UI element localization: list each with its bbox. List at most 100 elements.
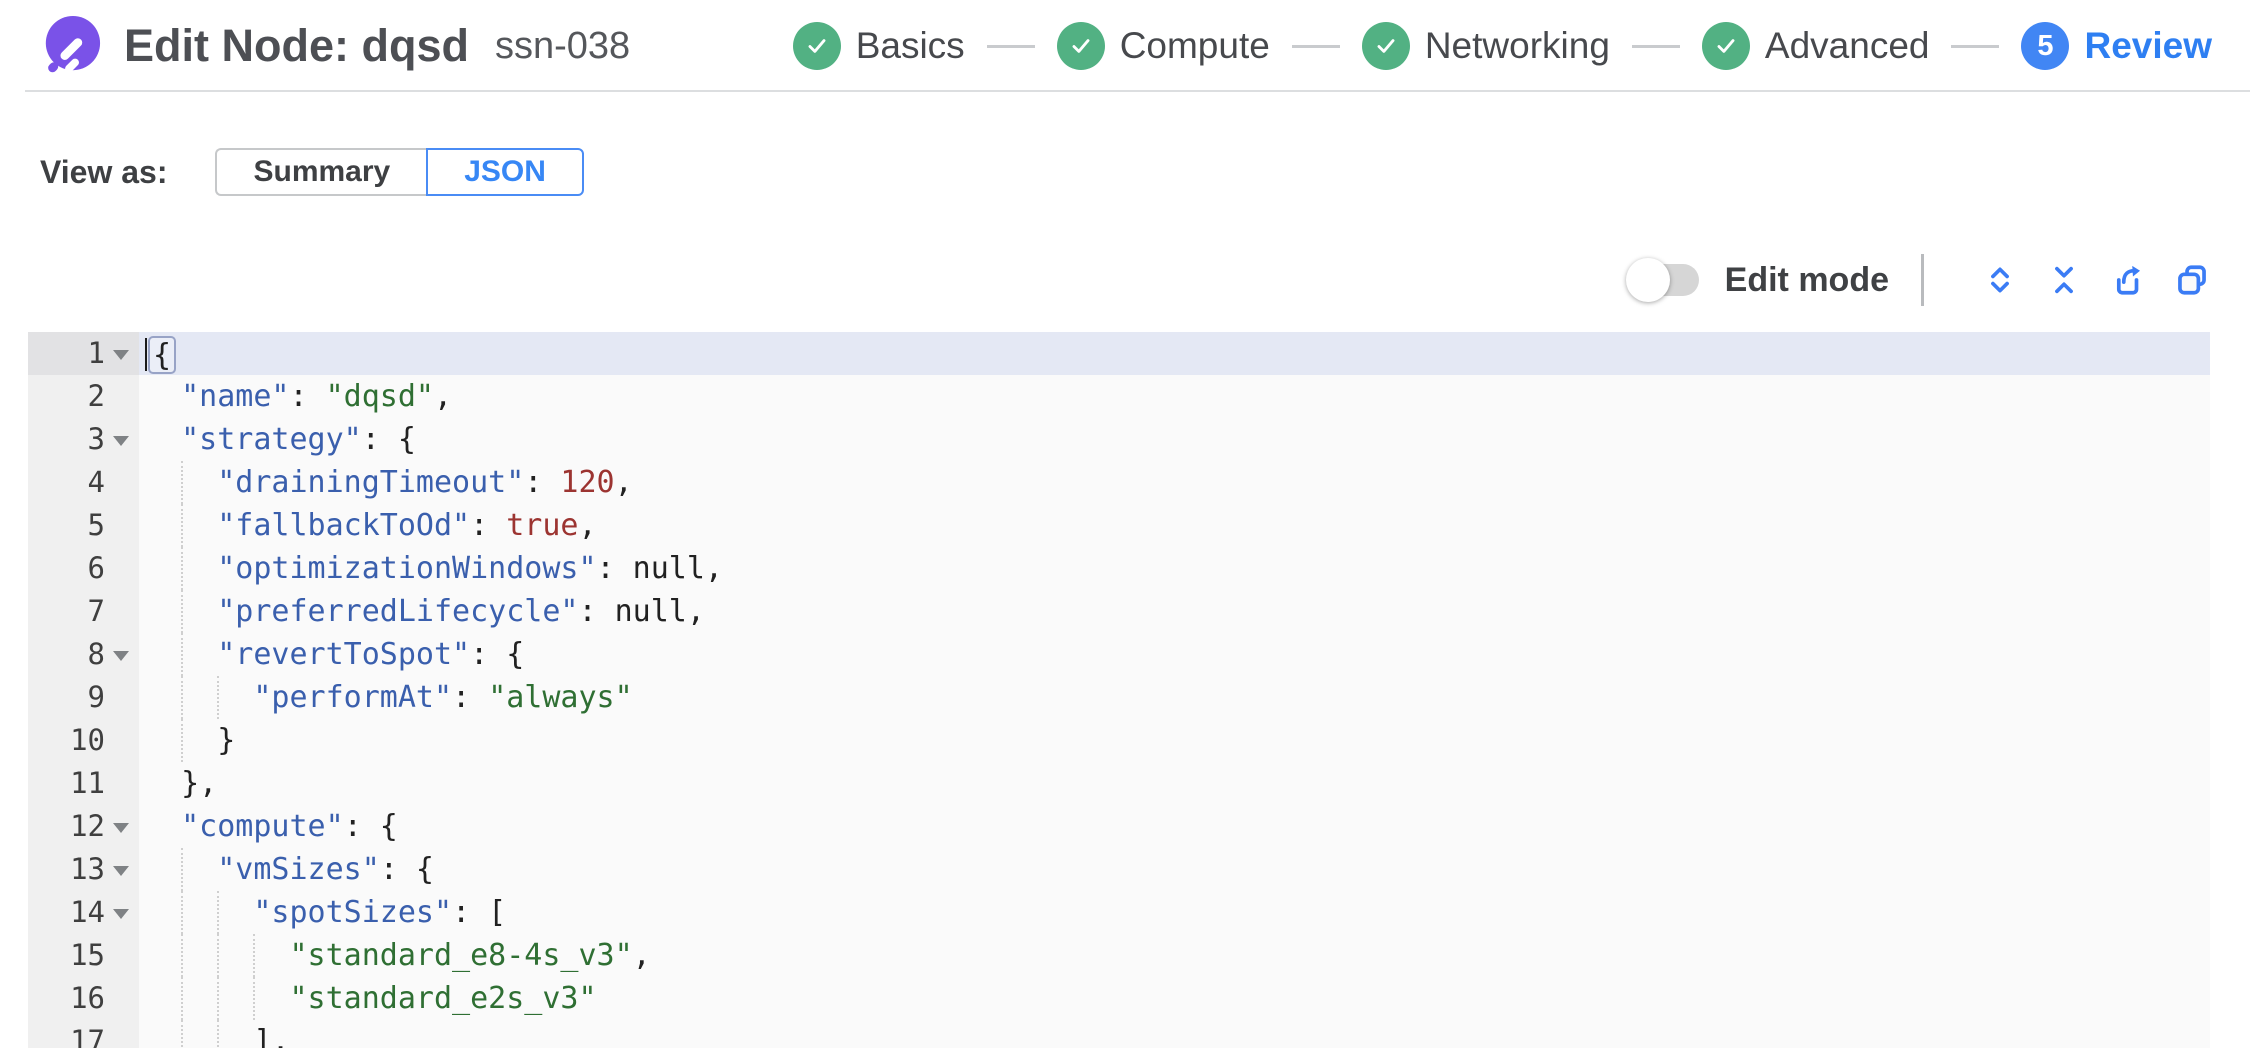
editor-gutter-cell: 8 <box>28 633 139 676</box>
fold-slot <box>105 590 139 633</box>
step-networking[interactable]: Networking <box>1361 22 1610 70</box>
header-divider <box>25 90 2250 92</box>
step-number-badge: 5 <box>2021 22 2070 70</box>
indent-guide <box>217 977 220 1020</box>
line-number: 1 <box>87 336 105 370</box>
line-number: 12 <box>70 809 105 843</box>
editor-line: 5 "fallbackToOd": true, <box>28 504 2210 547</box>
line-number: 2 <box>87 379 105 413</box>
token-key: "name" <box>181 379 290 414</box>
editor-gutter-cell: 14 <box>28 891 139 934</box>
editor-gutter-cell: 16 <box>28 977 139 1020</box>
editor-gutter-cell: 10 <box>28 719 139 762</box>
indent-guide <box>181 848 184 891</box>
step-connector <box>1291 44 1340 48</box>
step-label: Advanced <box>1764 25 1930 66</box>
indent-guide <box>217 891 220 934</box>
view-as-segmented-control: Summary JSON <box>215 148 584 196</box>
fold-arrow-icon[interactable] <box>105 418 139 461</box>
indent-guide <box>181 719 184 762</box>
token-plain: : <box>452 680 489 715</box>
indent-guide <box>181 934 184 977</box>
json-editor[interactable]: 1{2 "name": "dqsd",3 "strategy": {4 "dra… <box>28 332 2210 1048</box>
line-number: 17 <box>70 1024 105 1048</box>
text-cursor <box>145 338 147 371</box>
token-plain: }, <box>181 766 218 801</box>
token-plain: , <box>434 379 453 414</box>
indent-guide <box>217 676 220 719</box>
editor-gutter-cell: 5 <box>28 504 139 547</box>
fold-slot <box>105 719 139 762</box>
code-line-content: "spotSizes": [ <box>139 891 2210 934</box>
indent-guide <box>181 1020 184 1048</box>
view-as-summary-button[interactable]: Summary <box>215 148 427 196</box>
line-number: 14 <box>70 895 105 929</box>
expand-icon[interactable] <box>1982 262 2018 298</box>
editor-line: 2 "name": "dqsd", <box>28 375 2210 418</box>
token-key: "strategy" <box>181 422 362 457</box>
fold-slot <box>105 375 139 418</box>
indent-guide <box>181 590 184 633</box>
fold-arrow-icon[interactable] <box>105 891 139 934</box>
step-basics[interactable]: Basics <box>792 22 965 70</box>
editor-line: 17 ], <box>28 1020 2210 1048</box>
line-number: 9 <box>87 680 105 714</box>
editor-gutter-cell: 12 <box>28 805 139 848</box>
node-id-subtitle: ssn-038 <box>494 24 631 67</box>
editor-line: 7 "preferredLifecycle": null, <box>28 590 2210 633</box>
step-advanced[interactable]: Advanced <box>1701 22 1930 70</box>
token-plain: : [ <box>452 895 507 930</box>
collapse-icon[interactable] <box>2046 262 2082 298</box>
editor-gutter-cell: 3 <box>28 418 139 461</box>
editor-gutter-cell: 7 <box>28 590 139 633</box>
token-num: 120 <box>560 465 615 500</box>
view-as-row: View as: Summary JSON <box>40 148 584 196</box>
indent-guide <box>217 1020 220 1048</box>
indent-guide <box>253 977 256 1020</box>
fold-arrow-icon[interactable] <box>105 805 139 848</box>
step-compute[interactable]: Compute <box>1056 22 1270 70</box>
view-as-json-button[interactable]: JSON <box>426 148 584 196</box>
token-plain: : { <box>361 422 416 457</box>
step-label: Review <box>2084 25 2212 66</box>
line-number: 10 <box>70 723 105 757</box>
editor-gutter-cell: 11 <box>28 762 139 805</box>
copy-icon[interactable] <box>2174 262 2210 298</box>
step-check-icon <box>1701 22 1750 70</box>
json-toolbar: Edit mode <box>1625 250 2210 310</box>
spot-logo <box>45 15 101 73</box>
export-icon[interactable] <box>2110 262 2146 298</box>
editor-line: 3 "strategy": { <box>28 418 2210 461</box>
editor-gutter-cell: 15 <box>28 934 139 977</box>
matched-bracket: { <box>148 335 177 374</box>
fold-arrow-icon[interactable] <box>105 633 139 676</box>
token-plain: , <box>578 508 597 543</box>
token-key: "spotSizes" <box>253 895 453 930</box>
fold-slot <box>105 504 139 547</box>
wizard-stepper: Basics Compute Networking Advanced 5 Review <box>792 22 2250 70</box>
line-number: 8 <box>87 637 105 671</box>
code-line-content: "revertToSpot": { <box>139 633 2210 676</box>
code-line-content: "optimizationWindows": null, <box>139 547 2210 590</box>
line-number: 5 <box>87 508 105 542</box>
fold-slot <box>105 934 139 977</box>
step-review[interactable]: 5 Review <box>2021 22 2212 70</box>
fold-slot <box>105 547 139 590</box>
token-plain: : { <box>470 637 525 672</box>
fold-arrow-icon[interactable] <box>105 332 139 375</box>
code-line-content: "compute": { <box>139 805 2210 848</box>
token-plain: : { <box>343 809 398 844</box>
edit-mode-toggle[interactable] <box>1625 258 1699 302</box>
editor-line: 11 }, <box>28 762 2210 805</box>
token-str: "standard_e2s_v3" <box>289 981 597 1016</box>
editor-line: 6 "optimizationWindows": null, <box>28 547 2210 590</box>
token-plain: : <box>470 508 507 543</box>
code-line-content: { <box>139 332 2210 375</box>
fold-arrow-icon[interactable] <box>105 848 139 891</box>
token-plain: : <box>524 465 561 500</box>
editor-line: 16 "standard_e2s_v3" <box>28 977 2210 1020</box>
editor-line: 12 "compute": { <box>28 805 2210 848</box>
line-number: 11 <box>70 766 105 800</box>
editor-line: 9 "performAt": "always" <box>28 676 2210 719</box>
